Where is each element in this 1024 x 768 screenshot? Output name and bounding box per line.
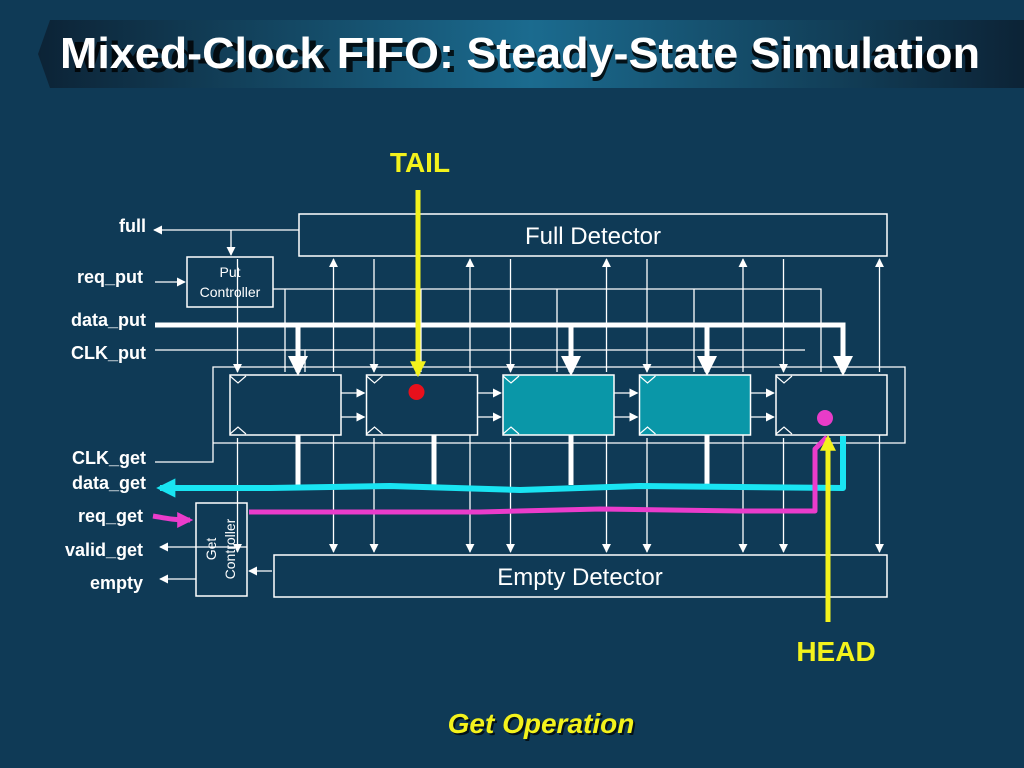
get-clock-mark [229, 426, 247, 435]
tail-marker-dot [408, 384, 425, 400]
fifo-cells [229, 374, 888, 436]
page-title: Mixed-Clock FIFO: Steady-State Simulatio… [60, 29, 980, 78]
empty-detector: Empty Detector [273, 554, 888, 598]
put-enable-bus [273, 288, 822, 372]
tail-label: TAIL [390, 147, 450, 178]
empty-detector-box [273, 554, 888, 598]
fifo-cell-empty [229, 374, 342, 436]
full-detector-box [298, 213, 888, 257]
empty-detector-label: Empty Detector [497, 564, 662, 591]
data-get-path [156, 436, 846, 498]
put-clock-mark [366, 375, 383, 384]
put-controller-label-2: Controller [200, 284, 261, 300]
get-clock-mark [366, 426, 383, 435]
data-put-bus [155, 322, 853, 376]
head-pointer: HEAD [796, 434, 876, 667]
get-controller: Get Controller [195, 502, 248, 597]
head-marker-dot [817, 410, 833, 426]
clk-put-wire [155, 349, 306, 372]
put-clock-mark [502, 375, 520, 384]
get-clock-mark [502, 426, 520, 435]
signal-data-put-label: data_put [71, 310, 146, 330]
get-controller-label-2: Controller [222, 518, 238, 579]
caption: Get Operation [448, 708, 635, 739]
get-clock-mark [775, 426, 793, 435]
put-clock-mark [775, 375, 793, 384]
fifo-cell-full [638, 374, 752, 436]
signal-valid-get-label: valid_get [65, 540, 143, 560]
req-get-path [249, 435, 829, 515]
signal-req-put-label: req_put [77, 267, 143, 287]
fifo-cell-empty [775, 374, 888, 436]
get-clock-mark [639, 426, 656, 435]
signal-full-label: full [119, 216, 146, 236]
caption-shadow: Get Operation [450, 710, 637, 741]
signal-labels: full req_put data_put CLK_put CLK_get da… [65, 216, 146, 593]
signal-empty-label: empty [90, 573, 143, 593]
title-banner-shape [38, 20, 1024, 88]
put-controller: Put Controller [186, 256, 274, 308]
put-clock-mark [229, 375, 247, 384]
full-detector: Full Detector [298, 213, 888, 257]
cell-wiring [232, 258, 885, 553]
fifo-cell-empty [365, 374, 479, 436]
put-controller-label-1: Put [219, 264, 240, 280]
put-controller-box [186, 256, 274, 308]
put-clock-mark [639, 375, 656, 384]
signal-clk-put-label: CLK_put [71, 343, 146, 363]
control-wiring [153, 225, 906, 584]
page-title-shadow: Mixed-Clock FIFO: Steady-State Simulatio… [72, 33, 974, 82]
head-label: HEAD [796, 636, 875, 667]
get-controller-label-1: Get [203, 538, 219, 561]
signal-clk-get-label: CLK_get [72, 448, 146, 468]
data-get-drops [295, 435, 710, 485]
tail-pointer: TAIL [390, 147, 450, 378]
title-banner: Mixed-Clock FIFO: Steady-State Simulatio… [38, 20, 1024, 88]
data-put-main [155, 322, 853, 376]
signal-req-get-label: req_get [78, 506, 143, 526]
get-controller-box [195, 502, 248, 597]
signal-data-get-label: data_get [72, 473, 146, 493]
full-detector-label: Full Detector [525, 223, 661, 250]
clk-get-ring [155, 366, 906, 463]
req-get-input-arrow [152, 511, 194, 528]
fifo-cell-full [502, 374, 615, 436]
